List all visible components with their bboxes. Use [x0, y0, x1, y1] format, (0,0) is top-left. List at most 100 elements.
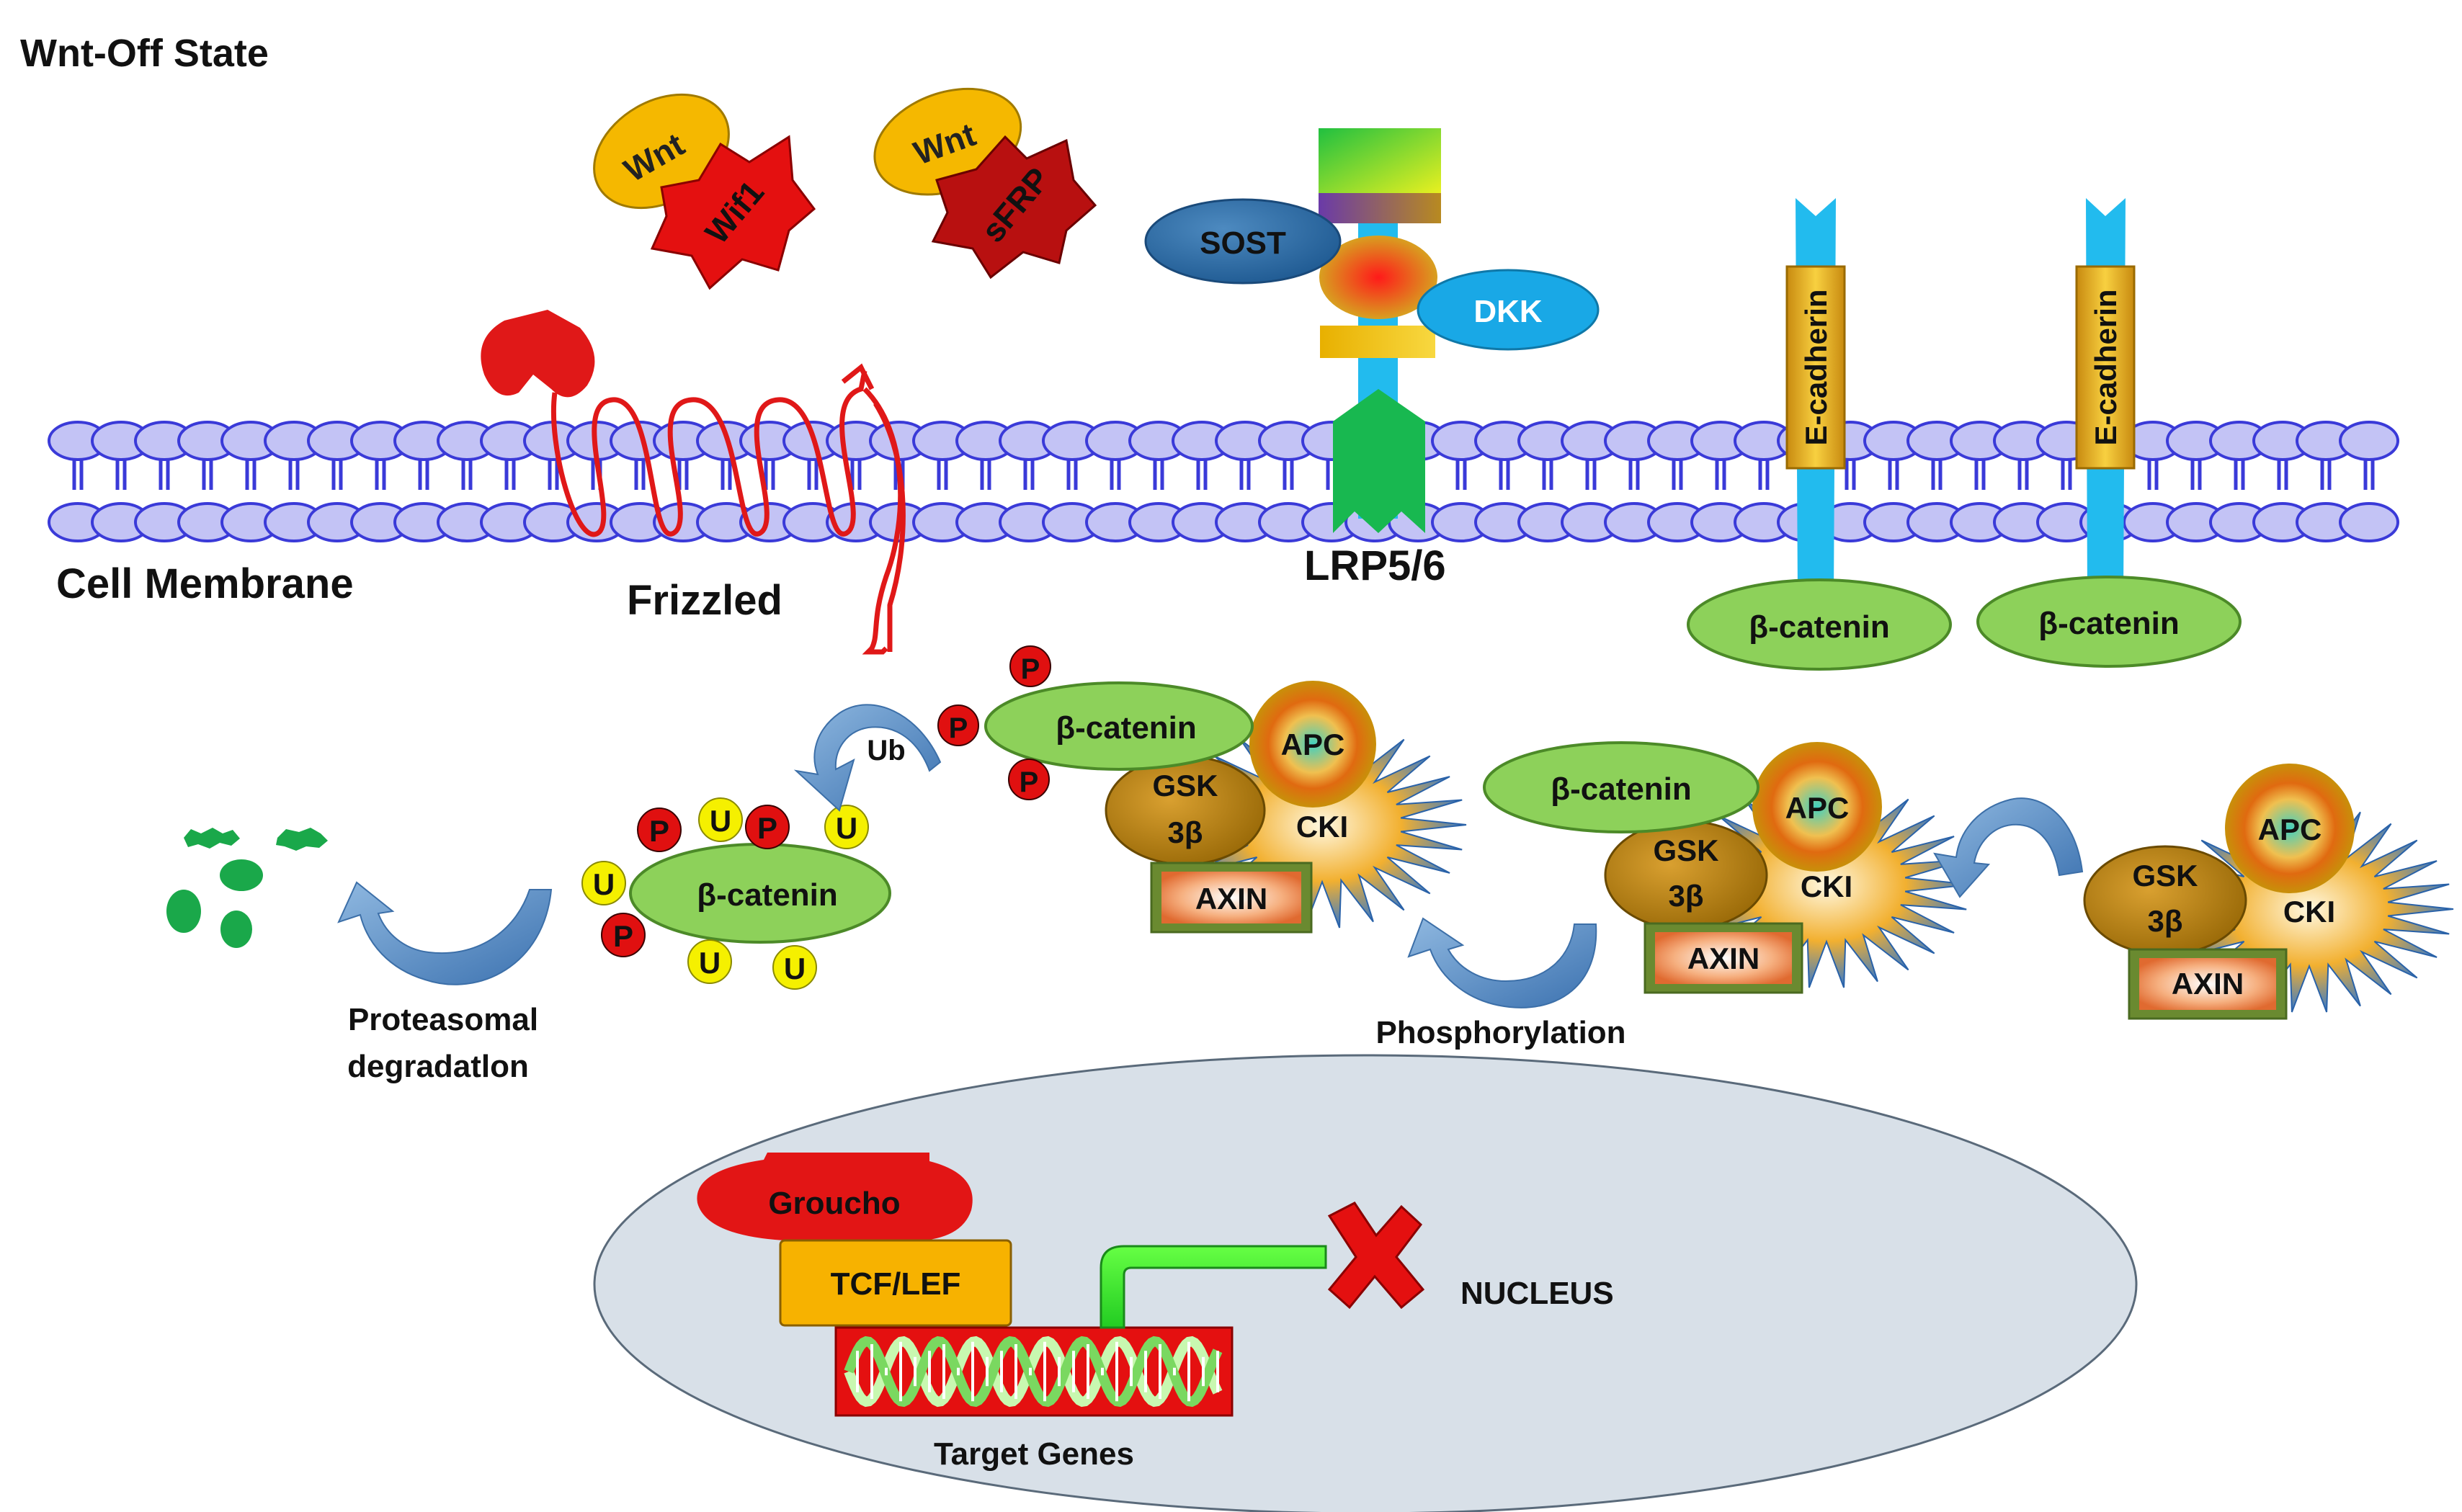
e-cadherin-box	[2075, 265, 2136, 470]
lrp-label: LRP5/6	[1304, 542, 1446, 589]
target-genes-label: Target Genes	[934, 1436, 1134, 1472]
proteasomal-degradation-arrow	[337, 881, 553, 985]
fragment	[276, 828, 328, 851]
frizzled-cup-icon	[481, 310, 595, 398]
ubiquitin-dot	[772, 945, 817, 990]
fragment	[166, 890, 201, 933]
dna-strand	[844, 1336, 1223, 1408]
groucho-label: Groucho	[768, 1186, 900, 1221]
phosphorylation-label: Phosphorylation	[1375, 1015, 1625, 1050]
ubiquitin-label: U	[699, 946, 721, 980]
ubiquitin-label: U	[836, 811, 857, 845]
e-cadherin-label: E-cadherin	[1799, 289, 1833, 445]
beta-catenin	[1483, 741, 1759, 833]
lrp-top-block	[1319, 128, 1441, 193]
ubiquitin-label: U	[710, 804, 731, 838]
ubiquitination-arrow	[793, 704, 942, 812]
dkk-protein	[1417, 269, 1600, 351]
axin-inner	[2139, 958, 2276, 1010]
beta-catenin-label: β-catenin	[1551, 771, 1692, 807]
phospho-dot	[601, 913, 646, 957]
binding-arrow	[1933, 797, 2084, 898]
gsk-sub-label: 3β	[1669, 879, 1704, 913]
phospho-label: P	[1020, 766, 1039, 798]
axin-inner	[1161, 872, 1301, 923]
tcf-lef-label: TCF/LEF	[831, 1266, 961, 1302]
phospho-dot	[1008, 759, 1050, 800]
phospho-label: P	[949, 712, 968, 744]
apc-protein	[2225, 764, 2355, 893]
phospho-label: P	[613, 919, 633, 953]
transcription-arrow	[1100, 1245, 1327, 1329]
e-cadherin-box	[1785, 265, 1846, 470]
e-cadherin-label: E-cadherin	[2089, 289, 2123, 445]
phospho-dot	[937, 704, 979, 746]
fragment	[220, 911, 252, 948]
phospho-label: P	[1021, 653, 1040, 685]
lrp-base	[1333, 389, 1425, 533]
lrp-band	[1319, 193, 1441, 223]
groucho-shape	[697, 1153, 973, 1250]
apc-label: APC	[2258, 813, 2322, 846]
gsk-label: GSK	[1152, 769, 1218, 802]
gsk-sub-label: 3β	[1168, 815, 1203, 849]
frizzled-receptor	[481, 310, 906, 655]
gsk-label: GSK	[1653, 833, 1718, 867]
ubiquitin-dot	[687, 939, 732, 984]
proteasomal-label-line1: Proteasomal	[348, 1002, 538, 1037]
frizzled-label: Frizzled	[627, 577, 782, 624]
ubiquitin-dot	[698, 797, 743, 842]
e-cadherin-1: E-cadherin β-catenin	[1687, 198, 1952, 671]
cki-label: CKI	[2283, 895, 2335, 929]
phospho-dot	[637, 808, 682, 852]
lrp5-6-receptor: SOST DKK	[1144, 128, 1600, 533]
groucho-protein: Groucho	[697, 1153, 973, 1250]
phospho-dot	[745, 805, 790, 849]
sost-protein	[1144, 198, 1342, 285]
e-cadherin-2: E-cadherin β-catenin	[1976, 198, 2242, 668]
proteasomal-label-line2: degradatlon	[347, 1049, 529, 1084]
phospho-dot	[1009, 645, 1051, 687]
destruction-complex-free: APC GSK 3β CKI AXIN	[2083, 764, 2454, 1020]
degraded-fragments	[166, 828, 328, 948]
beta-catenin-label: β-catenin	[2038, 606, 2180, 641]
sost-label: SOST	[1200, 225, 1286, 261]
dkk-label: DKK	[1473, 294, 1543, 329]
beta-catenin	[1976, 576, 2242, 668]
wnt-wif1-complex: Wnt Wif1	[593, 93, 816, 290]
cki-label: CKI	[1296, 810, 1348, 844]
destruction-complex-binding: APC GSK 3β CKI β-catenin AXIN	[1483, 741, 1971, 994]
ubiquitin-label: U	[593, 867, 615, 901]
nucleus-label: NUCLEUS	[1460, 1276, 1614, 1311]
apc-label: APC	[1785, 791, 1850, 825]
phospho-label: P	[757, 811, 777, 845]
lrp-core	[1319, 236, 1437, 319]
fragment	[184, 828, 240, 849]
destruction-complex-phosphorylated: APC GSK 3β CKI β-catenin AXIN P P P	[937, 645, 1467, 934]
axin-label: AXIN	[2172, 967, 2244, 1001]
beta-catenin	[1687, 578, 1952, 671]
gsk-sub-label: 3β	[2148, 904, 2183, 938]
beta-catenin-label: β-catenin	[697, 877, 838, 913]
lrp-small-block	[1320, 326, 1435, 358]
frizzled-helix	[550, 363, 875, 537]
axin-label: AXIN	[1687, 941, 1759, 975]
gsk-label: GSK	[2132, 859, 2198, 893]
axin-inner	[1655, 932, 1792, 984]
beta-catenin-label: β-catenin	[1056, 710, 1197, 746]
ubiquitin-dot	[581, 861, 626, 905]
cki-label: CKI	[1801, 869, 1852, 903]
ub-label: Ub	[867, 735, 905, 766]
fragment	[220, 859, 263, 891]
phosphorylation-arrow	[1407, 917, 1597, 1008]
ubiquitin-dot	[824, 805, 869, 849]
x-mark-icon	[1327, 1202, 1425, 1310]
lipid-head	[2339, 502, 2399, 542]
axin-label: AXIN	[1195, 882, 1267, 916]
apc-protein	[1249, 681, 1376, 808]
apc-label: APC	[1281, 728, 1345, 761]
diagram-title: Wnt-Off State	[20, 32, 269, 75]
target-genes-dna	[834, 1326, 1234, 1417]
